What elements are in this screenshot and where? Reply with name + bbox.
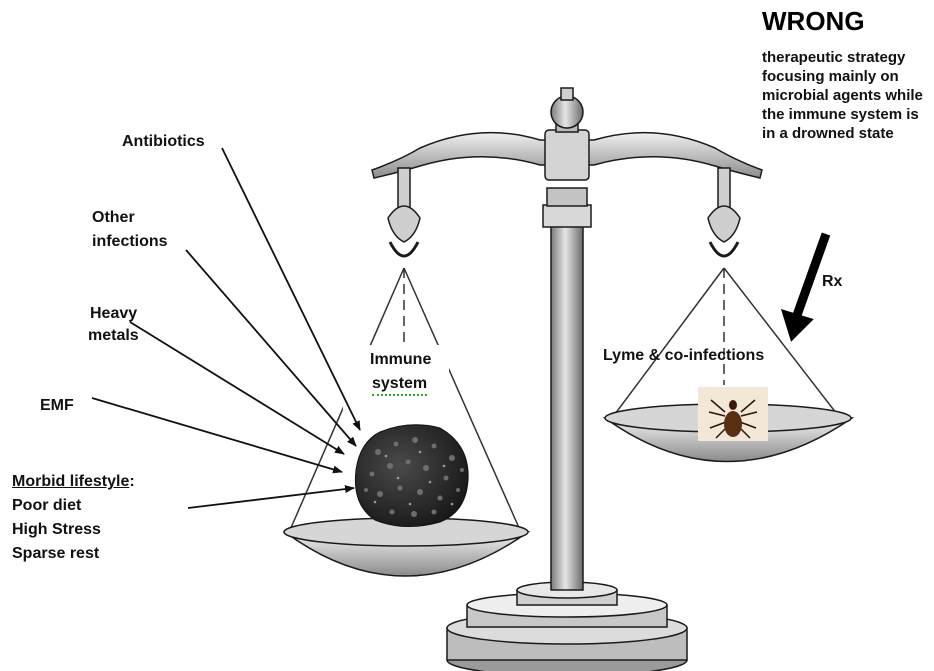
label-other-infections-2: infections (92, 233, 168, 250)
arrow-antibiotics (221, 147, 361, 431)
arrow-icon (780, 232, 831, 342)
heading-description: therapeutic strategy focusing mainly on … (762, 49, 923, 142)
label-morbid-colon: : (129, 473, 135, 490)
label-poor-diet: Poor diet (12, 497, 82, 514)
label-immune-2: system (372, 374, 428, 396)
dark-mass-icon (354, 424, 469, 528)
label-immune-1: Immune (370, 351, 432, 368)
right-hanger (611, 167, 841, 420)
arrow-lifestyle (187, 485, 355, 509)
pointer-arrows (91, 147, 361, 509)
scale-finial (550, 87, 584, 133)
label-rx: Rx (822, 273, 843, 290)
label-heavy-metals-2: metals (88, 327, 139, 344)
label-sparse-rest: Sparse rest (12, 545, 100, 562)
arrow-other-infections (185, 249, 357, 447)
arrow-emf (91, 397, 343, 474)
label-high-stress: High Stress (12, 521, 101, 538)
label-morbid-lifestyle-text: Morbid lifestyle (12, 473, 130, 490)
heading-title: WRONG (762, 6, 865, 36)
label-lyme: Lyme & co-infections (603, 347, 765, 364)
label-morbid-lifestyle: Morbid lifestyle: (12, 472, 135, 492)
scale-beam (371, 129, 763, 181)
scale-base (446, 581, 688, 671)
arrow-heavy-metals (129, 321, 345, 455)
label-other-infections-1: Other (92, 209, 135, 226)
label-heavy-metals-1: Heavy (90, 305, 138, 322)
tick-icon (698, 387, 768, 441)
scale-pole (542, 187, 592, 591)
label-emf: EMF (40, 397, 74, 414)
left-pan (282, 517, 531, 577)
label-antibiotics: Antibiotics (122, 133, 205, 150)
